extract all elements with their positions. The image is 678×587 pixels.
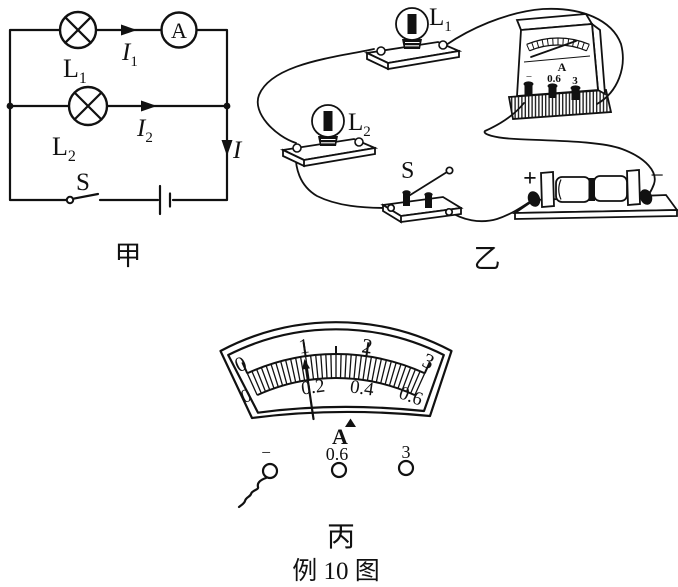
- lamp-L2-pictorial-label: L2: [348, 109, 371, 140]
- circuit-wires: [8, 28, 229, 202]
- dial-upper-1: 1: [297, 333, 311, 358]
- dial-terminal-minus-post: [261, 462, 279, 480]
- dial-terminal-max-label: 3: [402, 442, 411, 462]
- dial-upper-2: 2: [360, 333, 374, 358]
- current1-arrow: [121, 24, 137, 36]
- dial-needle: [302, 359, 315, 421]
- dial-lower-0-6: 0.6: [396, 383, 426, 411]
- switch-pictorial: [380, 166, 464, 224]
- lamp-L2-pictorial: [279, 104, 379, 168]
- lamp-L1-pictorial-label: L1: [429, 4, 452, 35]
- ammeter-pictorial-dial: [523, 37, 591, 63]
- dial-terminal-wire-coil: [237, 476, 268, 509]
- battery-plus-label: +: [523, 166, 537, 192]
- ammeter-pictorial-unit: A: [558, 60, 567, 74]
- ammeter-pictorial-terminal-mid-label: 0.6: [547, 73, 561, 85]
- dial-frame-inner: [227, 328, 445, 414]
- dial-lower-0-4: 0.4: [349, 376, 376, 400]
- dial-lower-0-2: 0.2: [300, 375, 326, 399]
- current1-label: I1: [121, 39, 138, 70]
- lamp-L2-label: L2: [52, 132, 76, 165]
- ammeter-dial-bing: 0 1 2 3 0 0.2 0.4 0.6 A − 0.6 3 丙: [219, 321, 453, 553]
- panel-yi-label: 乙: [474, 244, 501, 274]
- ammeter-pictorial-terminal-minus-label: −: [526, 71, 532, 83]
- lamp-L1-label: L1: [63, 54, 87, 87]
- dial-tick-marks: [241, 342, 431, 397]
- current2-arrow: [141, 100, 157, 112]
- figure-caption: 例 10 图: [292, 557, 380, 585]
- junction-dot-right: [223, 102, 231, 110]
- dial-pivot-marker: [345, 418, 356, 427]
- wire-ammeter-to-battery-minus: [483, 102, 656, 199]
- dial-unit: A: [332, 424, 348, 449]
- pictorial-circuit-yi: L1 L2 S: [256, 4, 678, 274]
- lamp-L1-pictorial: [363, 7, 463, 71]
- lamp-L1-symbol: [58, 10, 98, 50]
- schematic-circuit-jia: A L1 L2 I1 I2 I S 甲: [6, 10, 243, 271]
- lamp-L2-symbol: [67, 85, 109, 127]
- dial-terminal-minus-label: −: [261, 443, 271, 462]
- switch-label: S: [76, 169, 90, 196]
- current2-label: I2: [136, 115, 153, 146]
- junction-dot-left: [6, 102, 14, 110]
- battery-symbol: [158, 184, 172, 216]
- ammeter-pictorial-terminal-max-label: 3: [572, 75, 578, 87]
- dial-terminal-mid-post: [330, 461, 348, 479]
- dial-frame-outer: [219, 321, 453, 420]
- ammeter-symbol: A: [160, 11, 198, 49]
- ammeter-pictorial-binding-posts: [523, 81, 581, 100]
- switch-pictorial-label: S: [401, 158, 414, 184]
- wire-L1-to-L2: [256, 48, 375, 144]
- dial-upper-3: 3: [419, 348, 438, 374]
- panel-jia-label: 甲: [115, 241, 142, 271]
- panel-bing-label: 丙: [327, 522, 355, 553]
- ammeter-letter: A: [171, 18, 187, 43]
- wire-switch-to-battery-plus: [448, 200, 532, 223]
- dial-terminal-mid-label: 0.6: [326, 444, 349, 464]
- dial-terminal-max-post: [397, 459, 415, 477]
- battery-pictorial: + −: [512, 163, 678, 220]
- switch-symbol: [65, 192, 100, 205]
- ammeter-pictorial: A − 0.6 3: [507, 13, 613, 120]
- dial-lower-0: 0: [238, 385, 255, 408]
- wire-L2-to-switch: [294, 146, 389, 209]
- total-current-label: I: [232, 137, 243, 164]
- battery-minus-label: −: [650, 163, 664, 189]
- total-current-arrow: [221, 140, 233, 156]
